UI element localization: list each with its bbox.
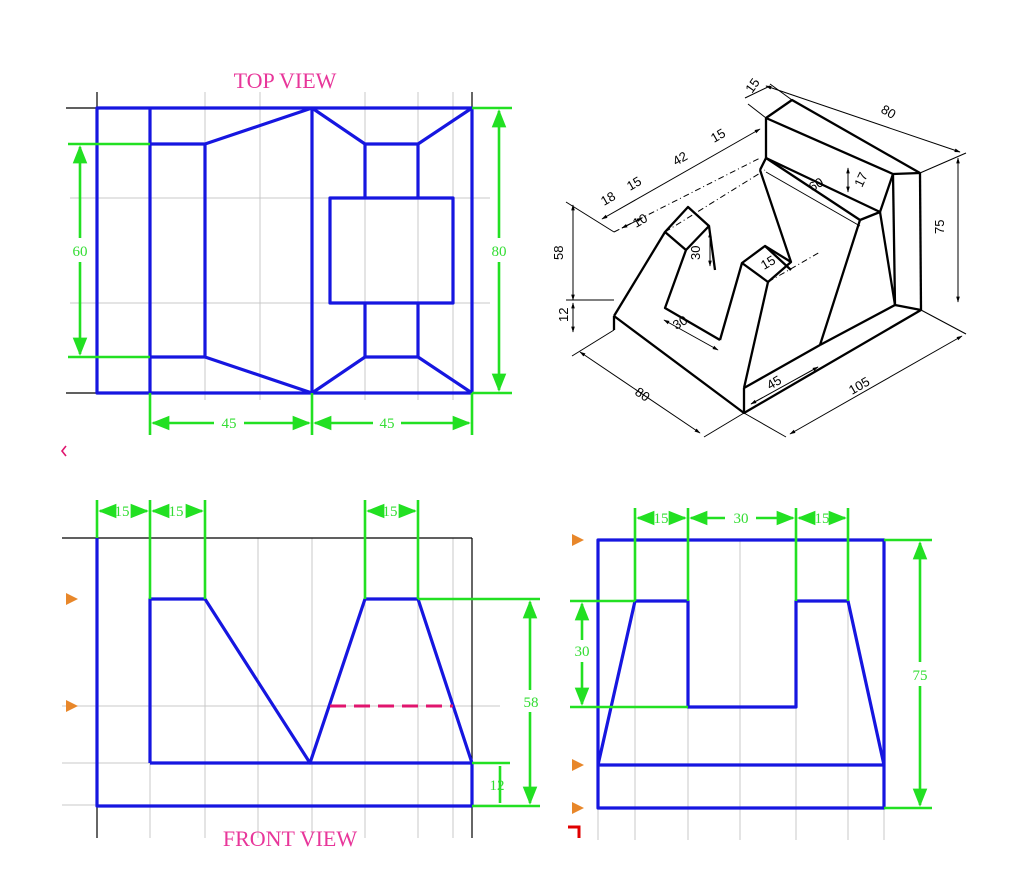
iso-45: 45: [764, 372, 784, 392]
dim-top-45-left: 45: [222, 416, 237, 432]
top-view-dimensions: 60 80 45 45: [68, 106, 512, 435]
iso-30-slot: 30: [670, 312, 690, 332]
top-view-outline: [95, 106, 474, 395]
iso-80-top: 80: [879, 102, 899, 122]
iso-42: 42: [670, 148, 690, 168]
dim-side-15-right: 15: [815, 511, 830, 527]
front-view-title: FRONT VIEW: [223, 826, 357, 851]
iso-18: 18: [598, 188, 618, 208]
dim-front-58: 58: [524, 695, 539, 711]
iso-dim-lines: [565, 83, 967, 438]
front-view-grid: [62, 500, 500, 838]
dim-side-30-depth: 30: [575, 644, 590, 660]
dim-front-15-a: 15: [115, 504, 130, 520]
front-view-markers: [66, 593, 78, 712]
iso-30-block: 30: [688, 246, 703, 260]
side-corner-mark: [568, 825, 581, 838]
top-view: TOP VIEW 60: [60, 68, 512, 457]
front-view-dimensions: 15 15 15 58 12: [95, 500, 540, 808]
iso-10: 10: [630, 210, 650, 230]
dim-side-15-left: 15: [654, 511, 669, 527]
iso-80-bottom: 80: [632, 384, 652, 405]
side-view-grid: [597, 540, 885, 840]
top-view-title: TOP VIEW: [234, 68, 337, 93]
iso-15-peak: 15: [758, 252, 778, 272]
iso-15-mid: 15: [708, 125, 728, 145]
corner-mark: [60, 445, 67, 457]
iso-105: 105: [846, 374, 872, 398]
iso-17: 17: [851, 170, 871, 189]
side-view: 15 30 15 30 75: [568, 508, 932, 840]
front-view: 15 15 15 58 12 FRONT VIEW: [62, 500, 540, 851]
iso-60: 60: [806, 174, 826, 194]
top-view-projection-lines: [66, 92, 473, 394]
side-view-markers: [572, 534, 584, 814]
front-view-outline: [95, 538, 474, 808]
iso-58: 58: [551, 246, 566, 260]
dim-top-80: 80: [492, 244, 507, 260]
front-view-frame: [62, 537, 473, 838]
iso-15-top: 15: [742, 75, 763, 95]
iso-15-left: 15: [624, 173, 644, 193]
dim-front-15-b: 15: [169, 504, 184, 520]
dim-side-75: 75: [913, 668, 928, 684]
dim-front-12: 12: [490, 778, 505, 794]
iso-12: 12: [556, 308, 571, 322]
side-view-dimensions: 15 30 15 30 75: [570, 508, 932, 810]
dim-top-60: 60: [73, 244, 88, 260]
dim-top-45-right: 45: [380, 416, 395, 432]
iso-75: 75: [932, 220, 947, 234]
dim-side-30: 30: [734, 511, 749, 527]
iso-dim-labels: 15 80 15 42 15 18 10 60 17 75 58 30 15 1…: [551, 75, 947, 404]
side-view-outline: [596, 538, 886, 810]
isometric-view: 15 80 15 42 15 18 10 60 17 75 58 30 15 1…: [551, 75, 967, 438]
dim-front-15-c: 15: [383, 504, 398, 520]
